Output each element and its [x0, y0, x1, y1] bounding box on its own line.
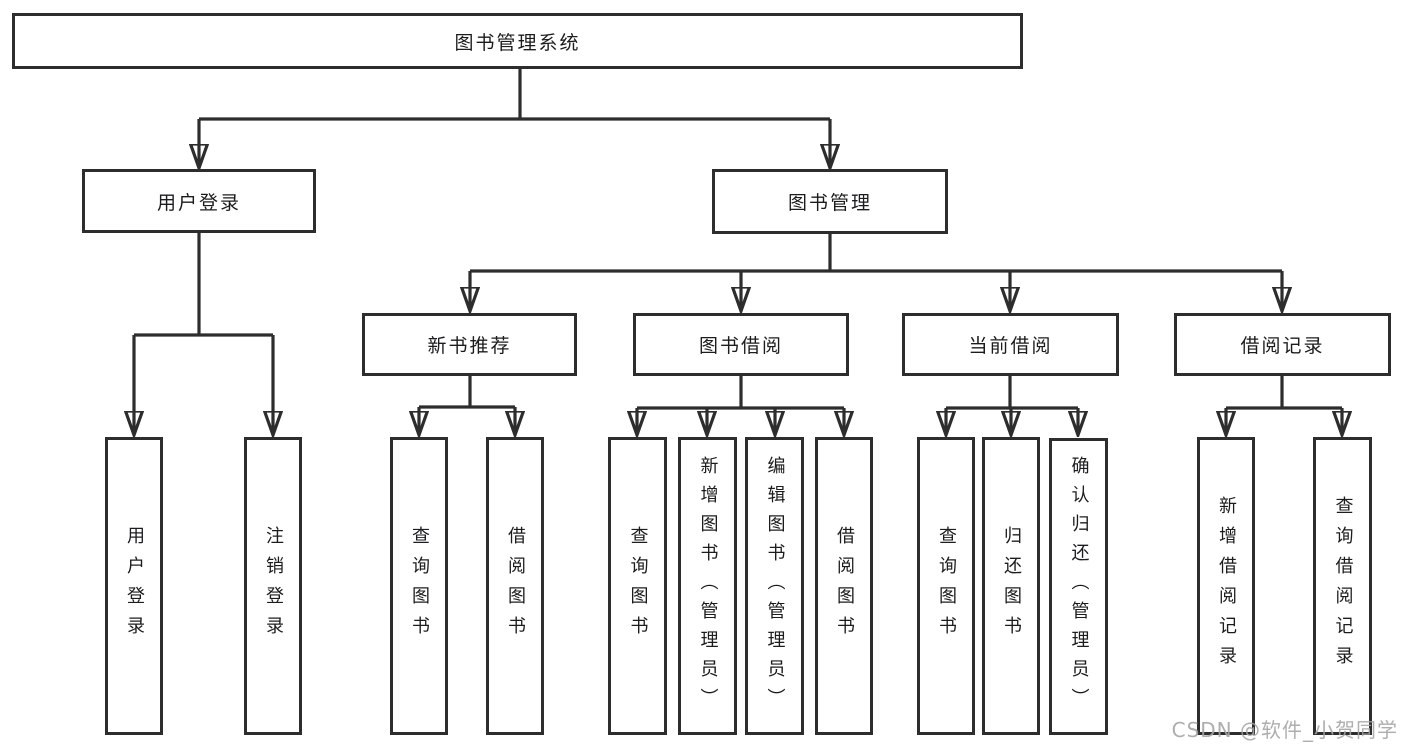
node-leaf-query-book-current-label: 查询图书: [936, 526, 957, 646]
node-leaf-logout-label: 注销登录: [263, 526, 284, 646]
node-leaf-query-book-borrow-label: 查询图书: [627, 526, 649, 646]
node-leaf-return-book: 归还图书: [982, 437, 1040, 735]
node-user-login-label: 用户登录: [156, 191, 241, 214]
node-leaf-query-book-current: 查询图书: [917, 437, 975, 735]
node-current-borrow-label: 当前借阅: [968, 335, 1053, 357]
node-leaf-borrow-book-new: 借阅图书: [486, 437, 544, 735]
node-leaf-query-book-new-label: 查询图书: [409, 526, 430, 646]
edge-book-mgmt-trunk: [470, 234, 1282, 273]
node-borrow-records-label: 借阅记录: [1240, 335, 1325, 357]
node-book-mgmt-label: 图书管理: [787, 192, 872, 214]
edge-borrow-records-trunk: [1226, 376, 1342, 410]
node-leaf-logout: 注销登录: [244, 437, 302, 735]
node-book-borrow: 图书借阅: [633, 313, 849, 376]
node-leaf-edit-book-admin: 编辑图书（管理员）: [745, 437, 804, 735]
node-leaf-borrow-book-borrow-label: 借阅图书: [834, 526, 855, 646]
node-leaf-return-book-label: 归还图书: [1001, 526, 1022, 646]
edge-root-trunk: [199, 69, 830, 121]
node-leaf-edit-book-admin-label: 编辑图书（管理员）: [764, 455, 786, 717]
edge-new-book-rec-trunk: [419, 376, 515, 409]
node-leaf-query-borrow-record: 查询借阅记录: [1313, 437, 1372, 735]
node-root: 图书管理系统: [12, 13, 1023, 69]
node-leaf-add-book-admin: 新增图书（管理员）: [678, 437, 737, 735]
node-leaf-user-login: 用户登录: [105, 437, 163, 735]
node-current-borrow: 当前借阅: [902, 313, 1119, 376]
node-leaf-query-borrow-record-label: 查询借阅记录: [1332, 496, 1354, 676]
node-new-book-rec-label: 新书推荐: [427, 335, 512, 357]
node-book-mgmt: 图书管理: [712, 169, 948, 234]
node-leaf-confirm-return-admin-label: 确认归还（管理员）: [1068, 456, 1090, 717]
node-leaf-borrow-book-new-label: 借阅图书: [505, 526, 526, 646]
node-book-borrow-label: 图书借阅: [698, 335, 783, 357]
csdn-watermark: CSDN @软件_小贺同学: [1171, 718, 1398, 742]
node-leaf-user-login-label: 用户登录: [124, 526, 145, 646]
node-leaf-confirm-return-admin: 确认归还（管理员）: [1049, 438, 1108, 735]
edge-book-borrow-trunk: [637, 376, 844, 410]
node-new-book-rec: 新书推荐: [362, 313, 577, 376]
node-leaf-query-book-borrow: 查询图书: [608, 437, 667, 735]
node-leaf-add-borrow-record: 新增借阅记录: [1197, 437, 1255, 735]
node-root-label: 图书管理系统: [454, 31, 581, 54]
node-user-login: 用户登录: [82, 169, 316, 233]
node-leaf-borrow-book-borrow: 借阅图书: [815, 437, 873, 735]
node-leaf-add-book-admin-label: 新增图书（管理员）: [697, 455, 719, 717]
edge-current-borrow-trunk: [946, 376, 1078, 410]
node-leaf-add-borrow-record-label: 新增借阅记录: [1216, 496, 1237, 676]
node-borrow-records: 借阅记录: [1174, 313, 1391, 376]
edge-user-login-trunk: [134, 233, 273, 337]
node-leaf-query-book-new: 查询图书: [390, 437, 448, 735]
